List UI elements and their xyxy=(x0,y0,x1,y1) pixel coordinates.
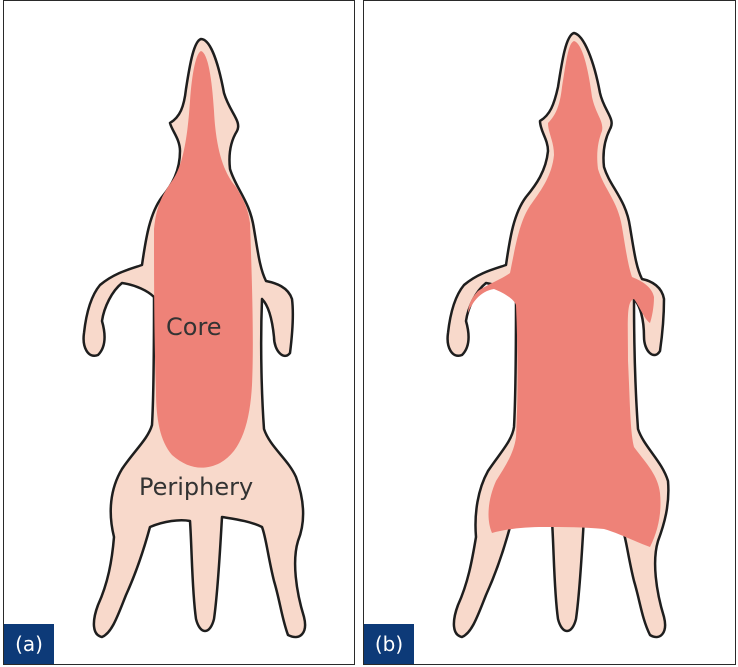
core-label: Core xyxy=(166,313,222,341)
panel-b-badge: (b) xyxy=(364,624,414,664)
periphery-label: Periphery xyxy=(139,473,253,501)
panel-a: Core Periphery (a) xyxy=(3,0,355,665)
panel-b: (b) xyxy=(363,0,736,665)
core-region-a xyxy=(154,51,253,468)
panel-a-badge: (a) xyxy=(4,624,54,664)
animal-diagram-b xyxy=(364,1,736,665)
